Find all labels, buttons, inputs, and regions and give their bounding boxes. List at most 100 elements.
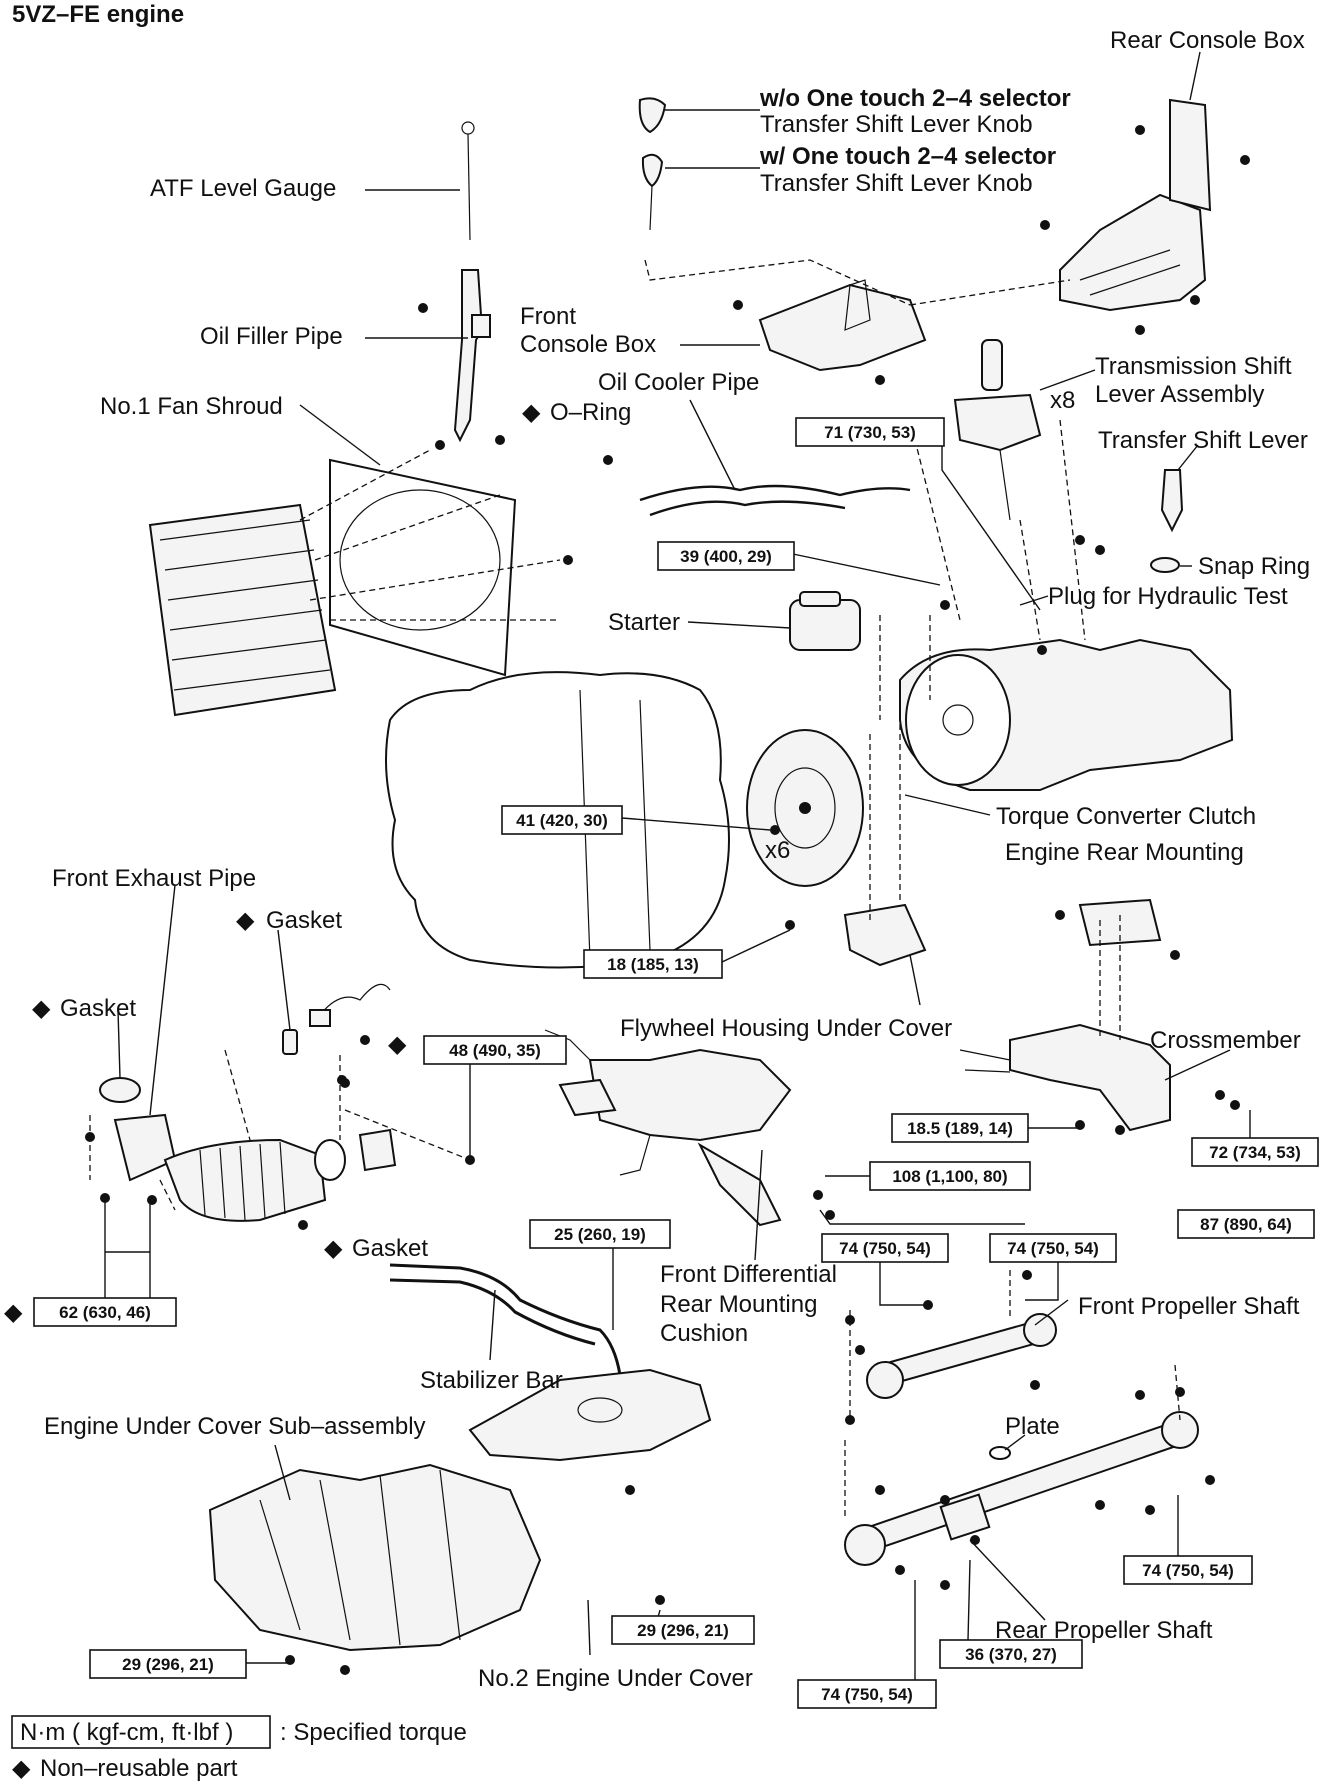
label-snap-ring: Snap Ring — [1198, 553, 1310, 580]
front-differential-drawing — [544, 1029, 792, 1227]
torque-value: 48 (490, 35) — [449, 1041, 541, 1060]
torque-spec: 74 (750, 54) — [1123, 1555, 1253, 1585]
torque-spec: 108 (1,100, 80) — [869, 1161, 1031, 1191]
starter-drawing — [789, 591, 861, 651]
torque-spec: 48 (490, 35) — [423, 1035, 567, 1065]
label-x6: x6 — [765, 837, 790, 864]
front-exhaust-pipe-drawing — [99, 1077, 397, 1222]
label-front-diff-2: Rear Mounting — [660, 1291, 817, 1318]
torque-value: 62 (630, 46) — [59, 1303, 151, 1322]
label-diamond-mid: ◆ — [388, 1031, 407, 1058]
torque-spec: 29 (296, 21) — [89, 1649, 247, 1679]
rear-console-box-drawing — [1059, 98, 1212, 312]
label-transfer-shift-lever: Transfer Shift Lever — [1098, 427, 1308, 454]
torque-value: 29 (296, 21) — [637, 1621, 729, 1640]
torque-spec: 71 (730, 53) — [795, 417, 945, 447]
label-gasket-left: Gasket — [60, 995, 136, 1022]
label-plug-hydraulic: Plug for Hydraulic Test — [1048, 583, 1288, 610]
torque-spec: 41 (420, 30) — [501, 805, 623, 835]
label-oil-filler-pipe: Oil Filler Pipe — [200, 323, 343, 350]
label-wo-selector: w/o One touch 2–4 selector — [759, 85, 1071, 112]
label-knob-2: Transfer Shift Lever Knob — [760, 170, 1033, 197]
oil-cooler-pipe-drawing — [639, 484, 911, 517]
assembly-dashed-lines — [89, 259, 1181, 1520]
part-labels: Rear Console Box w/o One touch 2–4 selec… — [32, 27, 1310, 1692]
torque-value: 74 (750, 54) — [1007, 1239, 1099, 1258]
legend-torque-unit: N·m ( kgf-cm, ft·lbf ) — [20, 1719, 233, 1746]
torque-value: 29 (296, 21) — [122, 1655, 214, 1674]
label-front-diff-1: Front Differential — [660, 1261, 837, 1288]
label-no2-under-cover: No.2 Engine Under Cover — [478, 1665, 753, 1692]
torque-value: 72 (734, 53) — [1209, 1143, 1301, 1162]
radiator-and-fan-shroud-drawing — [148, 458, 517, 717]
exhaust-sensor-drawing — [282, 983, 391, 1055]
label-gasket-top: Gasket — [266, 907, 342, 934]
torque-value: 18 (185, 13) — [607, 955, 699, 974]
torque-spec: ◆ 62 (630, 46) — [4, 1297, 177, 1327]
no2-engine-under-cover-drawing — [468, 1368, 712, 1462]
label-front-prop-shaft: Front Propeller Shaft — [1078, 1293, 1300, 1320]
torque-converter-drawing — [746, 729, 864, 887]
legend-diamond: ◆ — [12, 1755, 31, 1782]
engine-title: 5VZ–FE engine — [12, 1, 184, 28]
atf-gauge-and-filler-pipe — [453, 121, 491, 443]
label-x8: x8 — [1050, 387, 1075, 414]
torque-spec: 18 (185, 13) — [583, 949, 723, 979]
label-gasket-top-diamond: ◆ — [236, 907, 255, 934]
torque-value: 74 (750, 54) — [839, 1239, 931, 1258]
torque-spec: 39 (400, 29) — [657, 541, 795, 571]
label-front-console-2: Console Box — [520, 331, 656, 358]
label-front-exhaust-pipe: Front Exhaust Pipe — [52, 865, 256, 892]
torque-spec: 25 (260, 19) — [529, 1219, 671, 1249]
label-crossmember: Crossmember — [1150, 1027, 1301, 1054]
label-o-ring: O–Ring — [550, 399, 631, 426]
label-flywheel-cover: Flywheel Housing Under Cover — [620, 1015, 952, 1042]
label-oil-cooler-pipe: Oil Cooler Pipe — [598, 369, 759, 396]
torque-value: 71 (730, 53) — [824, 423, 916, 442]
front-console-box-drawing — [758, 279, 927, 372]
label-front-console-1: Front — [520, 303, 576, 330]
bolts — [85, 125, 1250, 1675]
label-front-diff-3: Cushion — [660, 1320, 748, 1347]
label-starter: Starter — [608, 609, 680, 636]
torque-value: 74 (750, 54) — [1142, 1561, 1234, 1580]
legend: N·m ( kgf-cm, ft·lbf ) : Specified torqu… — [11, 1715, 467, 1782]
crossmember-drawing — [959, 898, 1171, 1132]
torque-diamond: ◆ — [4, 1299, 23, 1326]
rear-propeller-shaft-drawing — [844, 1411, 1199, 1566]
label-knob-1: Transfer Shift Lever Knob — [760, 111, 1033, 138]
torque-spec: 36 (370, 27) — [939, 1639, 1083, 1669]
front-propeller-shaft-drawing — [866, 1313, 1057, 1399]
label-rear-console-box: Rear Console Box — [1110, 27, 1305, 54]
torque-spec: 18.5 (189, 14) — [891, 1113, 1029, 1143]
torque-spec: 87 (890, 64) — [1177, 1209, 1315, 1239]
torque-value: 74 (750, 54) — [821, 1685, 913, 1704]
flywheel-cover-drawing — [843, 903, 927, 967]
torque-specs: 71 (730, 53) 39 (400, 29) 41 (420, 30) 1… — [4, 417, 1319, 1709]
label-fan-shroud: No.1 Fan Shroud — [100, 393, 283, 420]
torque-spec: 74 (750, 54) — [821, 1233, 949, 1263]
torque-spec: 72 (734, 53) — [1191, 1137, 1319, 1167]
label-o-ring-diamond: ◆ — [522, 399, 541, 426]
label-trans-shift-1: Transmission Shift — [1095, 353, 1292, 380]
label-plate: Plate — [1005, 1413, 1060, 1440]
stabilizer-bar-drawing — [389, 1263, 627, 1431]
label-w-selector: w/ One touch 2–4 selector — [759, 143, 1056, 170]
torque-value: 41 (420, 30) — [516, 811, 608, 830]
engine-under-cover-drawing — [208, 1463, 542, 1652]
label-gasket-bottom: Gasket — [352, 1235, 428, 1262]
transmission-shift-lever-drawing — [953, 339, 1042, 521]
torque-spec: 74 (750, 54) — [797, 1679, 937, 1709]
torque-value: 36 (370, 27) — [965, 1645, 1057, 1664]
label-trans-shift-2: Lever Assembly — [1095, 381, 1264, 408]
label-engine-rear-mounting: Engine Rear Mounting — [1005, 839, 1244, 866]
torque-value: 108 (1,100, 80) — [892, 1167, 1007, 1186]
transfer-shift-lever-drawing — [1150, 469, 1184, 573]
label-engine-under-cover: Engine Under Cover Sub–assembly — [44, 1413, 426, 1440]
label-atf-level-gauge: ATF Level Gauge — [150, 175, 336, 202]
torque-value: 18.5 (189, 14) — [907, 1119, 1013, 1138]
torque-spec: 29 (296, 21) — [611, 1615, 755, 1645]
torque-value: 39 (400, 29) — [680, 547, 772, 566]
legend-non-reusable: Non–reusable part — [40, 1755, 238, 1782]
